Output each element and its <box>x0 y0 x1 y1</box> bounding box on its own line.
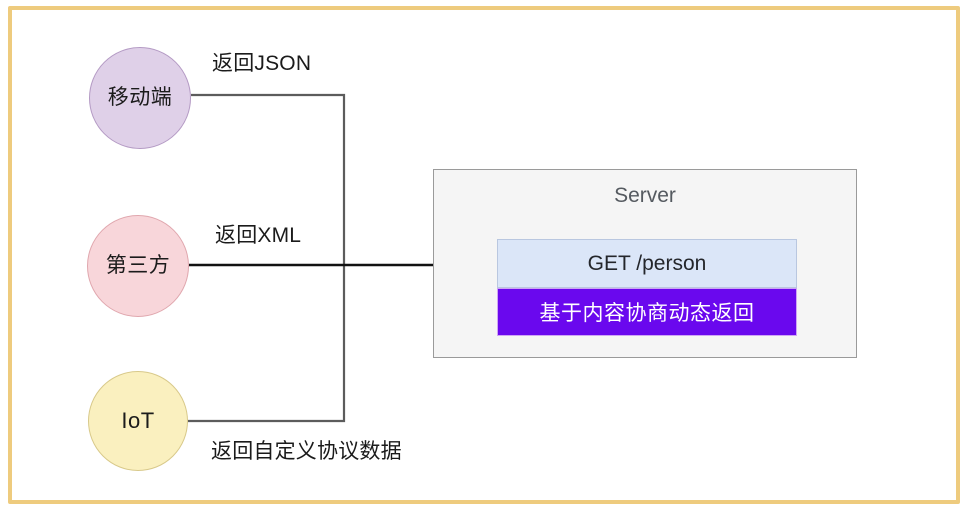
server-endpoint-box[interactable]: GET /person <box>497 239 797 288</box>
server-endpoint-label: GET /person <box>587 251 707 275</box>
client-node-mobile-label: 移动端 <box>107 86 173 110</box>
server-container: Server GET /person 基于内容协商动态返回 <box>433 169 857 358</box>
client-node-iot[interactable]: IoT <box>88 371 188 471</box>
edge-label-return-json: 返回JSON <box>212 52 312 75</box>
server-content-negotiation-box[interactable]: 基于内容协商动态返回 <box>497 288 797 336</box>
client-node-mobile[interactable]: 移动端 <box>89 47 191 149</box>
server-title: Server <box>614 184 676 207</box>
client-node-third-party-label: 第三方 <box>105 254 171 278</box>
server-content-negotiation-label: 基于内容协商动态返回 <box>539 302 755 325</box>
client-node-iot-label: IoT <box>121 407 155 433</box>
client-node-third-party[interactable]: 第三方 <box>87 215 189 317</box>
edge-label-return-xml: 返回XML <box>215 224 302 247</box>
edge-label-return-custom-protocol: 返回自定义协议数据 <box>211 440 402 463</box>
